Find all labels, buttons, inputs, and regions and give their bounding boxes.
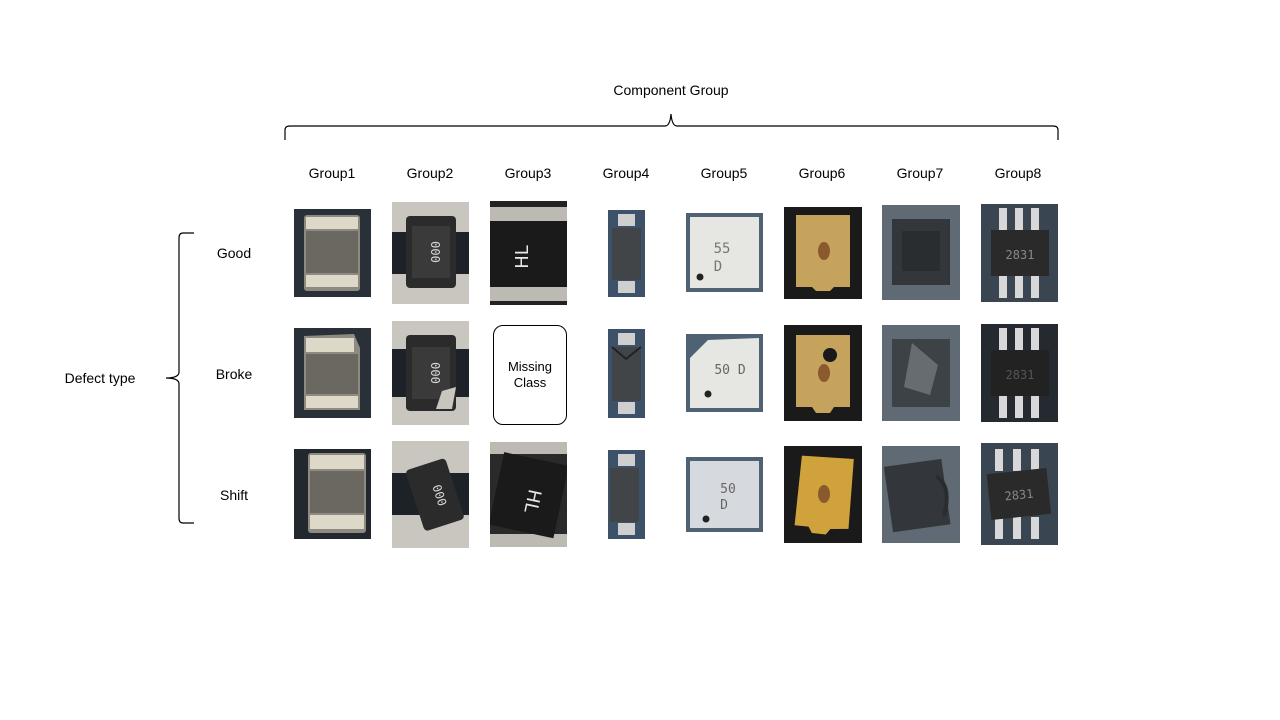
component-image-group4-broke (608, 329, 645, 418)
chip-mark-g2-good: 000 (428, 241, 442, 263)
top-brace (284, 113, 1059, 140)
svg-text:D: D (714, 259, 722, 275)
component-image-group2-shift: 000 (392, 441, 469, 548)
component-image-group3-shift: HL (490, 442, 567, 547)
group-header-2: Group2 (406, 165, 454, 181)
group-header-5: Group5 (700, 165, 748, 181)
svg-text:2831: 2831 (1006, 368, 1035, 382)
component-image-group2-good: 000 (392, 202, 469, 304)
svg-text:55: 55 (714, 241, 731, 257)
group-header-7: Group7 (896, 165, 944, 181)
group-header-6: Group6 (798, 165, 846, 181)
svg-text:D: D (720, 498, 728, 513)
component-image-group4-good (608, 210, 645, 297)
row-header-shift: Shift (219, 487, 248, 503)
component-image-group1-shift (294, 449, 371, 539)
component-image-group6-broke (784, 325, 862, 421)
left-brace (165, 232, 194, 524)
row-header-good: Good (216, 245, 252, 261)
group-header-8: Group8 (994, 165, 1042, 181)
chip-mark-g8-good: 2831 (1006, 248, 1035, 262)
svg-text:2831: 2831 (1004, 487, 1034, 504)
component-image-group5-broke: 50 D (686, 334, 763, 412)
component-group-label: Component Group (613, 82, 729, 98)
component-image-group1-good (294, 209, 371, 297)
component-image-group8-good: 2831 (981, 204, 1058, 302)
component-image-group2-broke: 000 (392, 321, 469, 425)
component-image-group3-good: HL (490, 201, 567, 305)
component-image-group4-shift (608, 450, 645, 539)
svg-text:000: 000 (428, 362, 442, 384)
component-image-group6-shift (784, 446, 862, 543)
component-image-group1-broke (294, 328, 371, 418)
group-header-3: Group3 (504, 165, 552, 181)
row-header-broke: Broke (215, 366, 253, 382)
group-header-4: Group4 (602, 165, 650, 181)
svg-text:HL: HL (519, 487, 544, 514)
component-image-group7-broke (882, 325, 960, 421)
component-image-group8-shift: 2831 (981, 443, 1058, 545)
component-image-group6-good (784, 207, 862, 299)
chip-mark-g3-good: HL (512, 245, 533, 269)
component-image-group8-broke: 2831 (981, 324, 1058, 422)
svg-text:50: 50 (720, 482, 736, 497)
svg-text:000: 000 (429, 483, 449, 508)
component-image-group7-good (882, 205, 960, 300)
component-image-group5-good: 55 D (686, 213, 763, 292)
component-image-group5-shift: 50 D (686, 457, 763, 532)
defect-type-label: Defect type (64, 370, 136, 386)
chip-mark-g5-broke: 50 D (714, 363, 745, 378)
component-image-group7-shift (882, 446, 960, 543)
group-header-1: Group1 (308, 165, 356, 181)
